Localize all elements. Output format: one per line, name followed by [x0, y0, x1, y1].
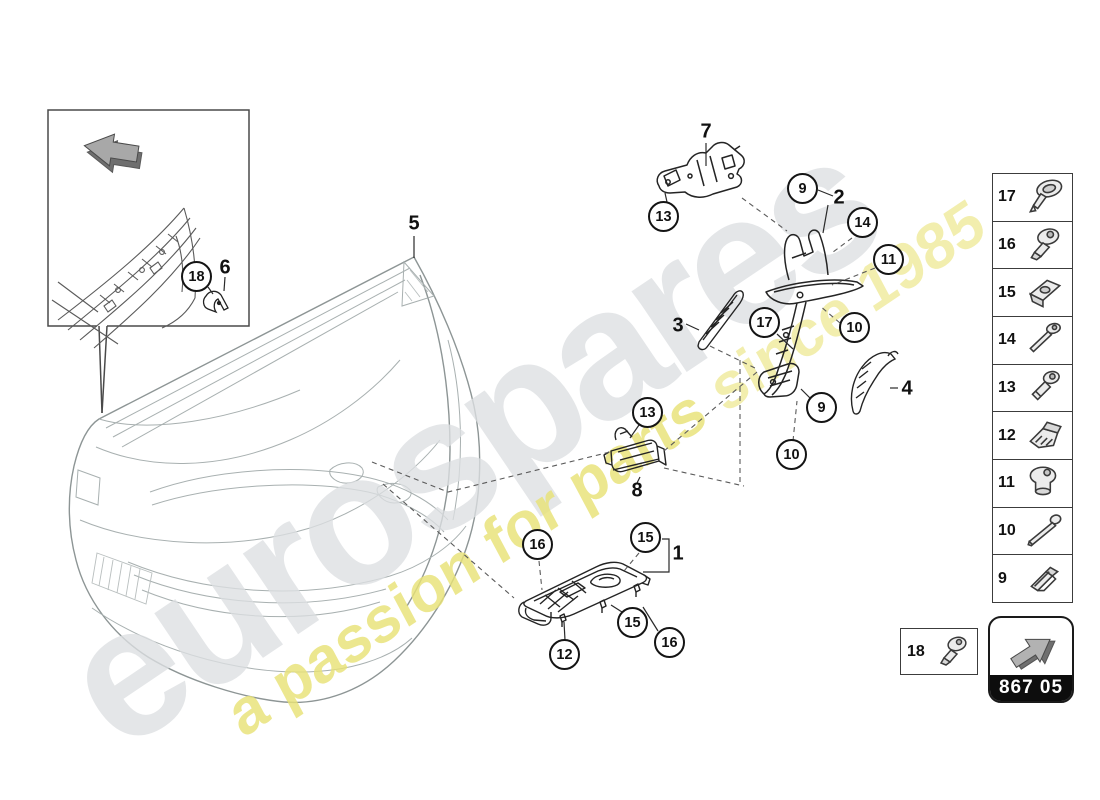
sidebar-item-number: 11 [998, 474, 1015, 492]
part-6-clip [202, 290, 229, 314]
callout-circle-13-upper[interactable]: 13 [648, 201, 679, 232]
channel-clip-icon [1030, 566, 1060, 592]
callout-circle-16-upper[interactable]: 16 [522, 529, 553, 560]
part-3-panel [697, 290, 744, 351]
inset-box-frame [47, 109, 250, 414]
callout-circle-9-lower[interactable]: 9 [806, 392, 837, 423]
sidebar-item-9[interactable]: 9 [993, 555, 1072, 603]
screw-washer-icon [1030, 228, 1060, 261]
screw-icon [939, 636, 967, 666]
part-label-1[interactable]: 1 [672, 542, 684, 565]
hardware-box-18[interactable]: 18 [900, 628, 978, 675]
part-label-2[interactable]: 2 [833, 186, 845, 209]
part-label-4[interactable]: 4 [901, 377, 913, 400]
part-code-label: 867 05 [990, 675, 1072, 701]
pan-screw-icon [1029, 323, 1061, 353]
sidebar-item-number: 17 [998, 188, 1016, 206]
hardware-sidebar: 17 16 15 14 13 12 11 10 [992, 173, 1073, 603]
callout-circle-18[interactable]: 18 [181, 261, 212, 292]
push-rivet-icon [1028, 179, 1063, 214]
part-label-6[interactable]: 6 [219, 256, 231, 279]
sidebar-item-number: 15 [998, 283, 1016, 301]
callout-circle-15-upper[interactable]: 15 [630, 522, 661, 553]
callout-circle-17[interactable]: 17 [749, 307, 780, 338]
sidebar-item-number: 9 [998, 569, 1007, 587]
part-1-armrest-panel [518, 561, 651, 627]
callout-circle-12[interactable]: 12 [549, 639, 580, 670]
clip-nut-icon [1028, 279, 1062, 308]
sidebar-item-number: 13 [998, 379, 1016, 397]
long-screw-icon [1027, 514, 1062, 547]
part-2-pillar-trim [758, 229, 864, 398]
sidebar-item-number: 10 [998, 522, 1016, 540]
callout-circle-16-lower[interactable]: 16 [654, 627, 685, 658]
part-8-bracket [603, 427, 667, 473]
hardware-box-18-number: 18 [907, 642, 925, 660]
part-code-arrow-area [990, 618, 1072, 675]
sidebar-item-14[interactable]: 14 [993, 317, 1072, 365]
part-label-5[interactable]: 5 [408, 212, 420, 235]
dome-rivet-icon [1029, 466, 1057, 496]
sidebar-item-11[interactable]: 11 [993, 460, 1072, 508]
callout-circle-13-lower[interactable]: 13 [632, 397, 663, 428]
part-label-3[interactable]: 3 [672, 314, 684, 337]
callout-circle-10-lower[interactable]: 10 [776, 439, 807, 470]
part-code-box[interactable]: 867 05 [988, 616, 1074, 703]
sidebar-item-17[interactable]: 17 [993, 174, 1072, 222]
part-label-8[interactable]: 8 [631, 479, 643, 502]
callout-circle-14[interactable]: 14 [847, 207, 878, 238]
callout-circle-9-upper[interactable]: 9 [787, 173, 818, 204]
sidebar-item-number: 14 [998, 331, 1016, 349]
direction-arrow-icon [1010, 638, 1056, 670]
part-label-7[interactable]: 7 [700, 120, 712, 143]
callout-circle-10-upper[interactable]: 10 [839, 312, 870, 343]
sidebar-item-15[interactable]: 15 [993, 269, 1072, 318]
inset-frame-drawing [51, 207, 201, 349]
part-4-trim [850, 350, 899, 415]
clip-bracket-icon [1029, 421, 1062, 449]
sidebar-item-12[interactable]: 12 [993, 412, 1072, 461]
sidebar-item-13[interactable]: 13 [993, 364, 1072, 413]
sidebar-item-number: 12 [998, 426, 1016, 444]
sidebar-item-16[interactable]: 16 [993, 221, 1072, 270]
dashed-relation-lines [371, 197, 876, 599]
sidebar-item-number: 16 [998, 236, 1016, 253]
callout-circle-15-lower[interactable]: 15 [617, 607, 648, 638]
callout-circle-11[interactable]: 11 [873, 244, 904, 275]
part-7-bracket [656, 141, 745, 198]
inset-direction-arrow-icon [83, 133, 143, 174]
sidebar-item-10[interactable]: 10 [993, 507, 1072, 556]
shoulder-screw-icon [1031, 370, 1060, 401]
leader-lines [207, 143, 898, 641]
